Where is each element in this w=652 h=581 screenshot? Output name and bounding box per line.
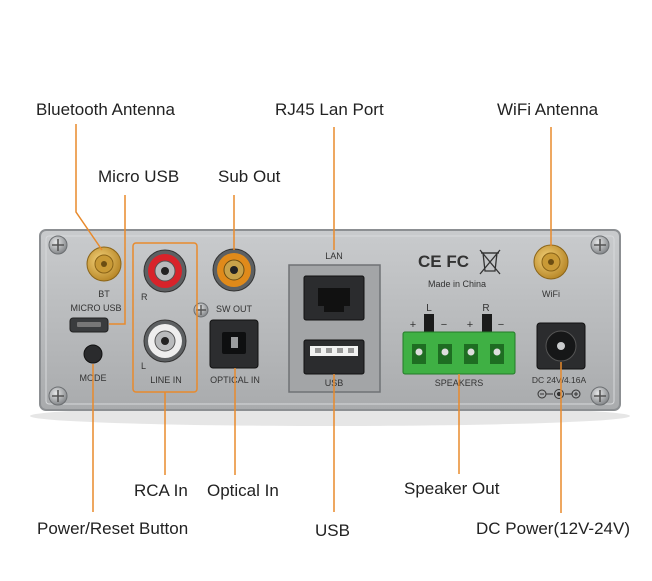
panel-lan-label: LAN <box>325 251 343 261</box>
dc-jack <box>536 322 586 370</box>
callout-micro-usb: Micro USB <box>98 167 180 186</box>
rear-panel-inner <box>45 235 615 405</box>
wifi-antenna-connector <box>533 244 569 280</box>
callout-dc-power: DC Power(12V-24V) <box>476 519 631 538</box>
panel-dc-rating-label: DC 24V/4.16A <box>532 375 587 385</box>
screw-icon <box>193 302 209 318</box>
panel-plus-1: + <box>410 319 416 331</box>
speaker-terminal-block <box>402 331 516 375</box>
panel-spk-l-label: L <box>426 303 432 314</box>
callout-speaker-out: Speaker Out <box>404 479 500 498</box>
panel-line-in-label: LINE IN <box>150 375 182 385</box>
panel-sw-out-label: SW OUT <box>216 304 252 314</box>
callout-power-reset-button: Power/Reset Button <box>37 519 189 538</box>
callout-rj45-lan-port: RJ45 Lan Port <box>275 100 384 119</box>
rj45-port <box>303 275 365 321</box>
panel-made-in-label: Made in China <box>428 279 486 289</box>
screw-icon <box>590 235 610 255</box>
callout-lines <box>75 124 562 513</box>
panel-plus-2: + <box>467 319 473 331</box>
callout-sub-out: Sub Out <box>218 167 281 186</box>
screw-icon <box>48 386 68 406</box>
panel-spk-r-label: R <box>482 303 489 314</box>
panel-l-label: L <box>141 361 146 371</box>
leader-micro-usb <box>109 195 126 325</box>
panel-wifi-label: WiFi <box>542 289 560 299</box>
usb-port <box>303 339 365 375</box>
rca-red-jack <box>143 249 187 293</box>
bt-antenna-connector <box>86 246 122 282</box>
callout-rca-in: RCA In <box>134 481 188 500</box>
panel-minus-1: − <box>441 319 447 331</box>
ce-fcc-marks: CE FC <box>418 252 469 271</box>
callout-usb: USB <box>315 521 350 540</box>
mode-button <box>83 344 103 364</box>
rca-white-jack <box>143 319 187 363</box>
weee-bin-icon <box>479 249 501 275</box>
leader-bluetooth-antenna <box>75 124 103 251</box>
callout-wifi-antenna: WiFi Antenna <box>497 100 599 119</box>
panel-r-label: R <box>141 292 148 302</box>
optical-port <box>209 319 259 369</box>
panel-micro-usb-label: MICRO USB <box>70 303 121 313</box>
panel-bt-label: BT <box>98 289 110 299</box>
screw-icon <box>590 386 610 406</box>
callout-optical-in: Optical In <box>207 481 279 500</box>
callout-bluetooth-antenna: Bluetooth Antenna <box>36 100 175 119</box>
sw-out-jack <box>212 248 256 292</box>
panel-minus-2: − <box>498 319 504 331</box>
screw-icon <box>48 235 68 255</box>
